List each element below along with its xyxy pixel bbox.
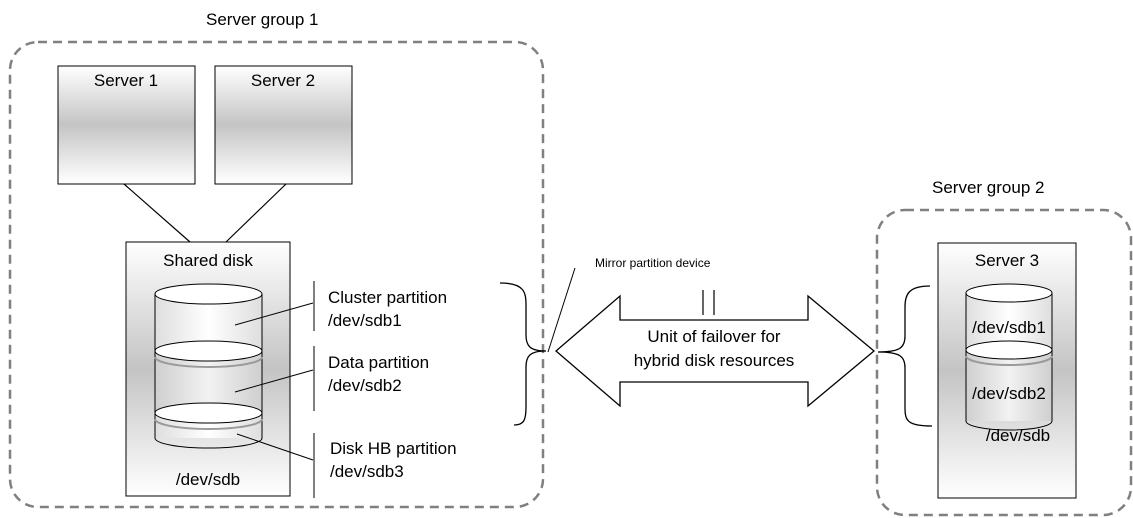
- server-3-partition-1: /dev/sdb1: [972, 318, 1046, 337]
- mirror-partition-pointer: [547, 267, 576, 353]
- server-3-label: Server 3: [975, 251, 1039, 270]
- arrow-label-line2: hybrid disk resources: [634, 351, 795, 370]
- partition-3-leader: [236, 433, 314, 461]
- server-1-label: Server 1: [94, 71, 158, 90]
- partition-1-leader: [234, 302, 314, 326]
- failover-double-arrow: [555, 294, 876, 408]
- arrow-label-line1: Unit of failover for: [647, 327, 781, 346]
- server-group-1-border: [8, 40, 545, 509]
- partition-3-name: Disk HB partition: [330, 439, 457, 458]
- server-3-disk-cylinder: [965, 283, 1053, 431]
- left-brace: [499, 282, 547, 426]
- shared-disk-cylinder: [154, 283, 263, 449]
- server-3-disk-device: /dev/sdb: [986, 426, 1050, 445]
- shared-disk-title: Shared disk: [163, 251, 253, 270]
- partition-2-name: Data partition: [328, 353, 429, 372]
- server-1-connection: [123, 183, 191, 243]
- partition-1-name: Cluster partition: [328, 288, 447, 307]
- server-2-label: Server 2: [251, 71, 315, 90]
- mirror-partition-label: Mirror partition device: [595, 256, 711, 270]
- server-3-partition-2: /dev/sdb2: [972, 384, 1046, 403]
- right-brace: [877, 285, 933, 427]
- server-2-box: [214, 65, 353, 185]
- server-group-2-border: [875, 208, 1133, 517]
- group2-title: Server group 2: [932, 178, 1044, 197]
- partition-2-device: /dev/sdb2: [328, 376, 402, 395]
- server-2-connection: [225, 183, 287, 243]
- shared-disk-device: /dev/sdb: [176, 470, 240, 489]
- group1-title: Server group 1: [206, 10, 318, 29]
- partition-3-device: /dev/sdb3: [330, 462, 404, 481]
- partition-1-device: /dev/sdb1: [328, 311, 402, 330]
- partition-2-leader: [234, 369, 314, 393]
- server-1-box: [57, 65, 196, 185]
